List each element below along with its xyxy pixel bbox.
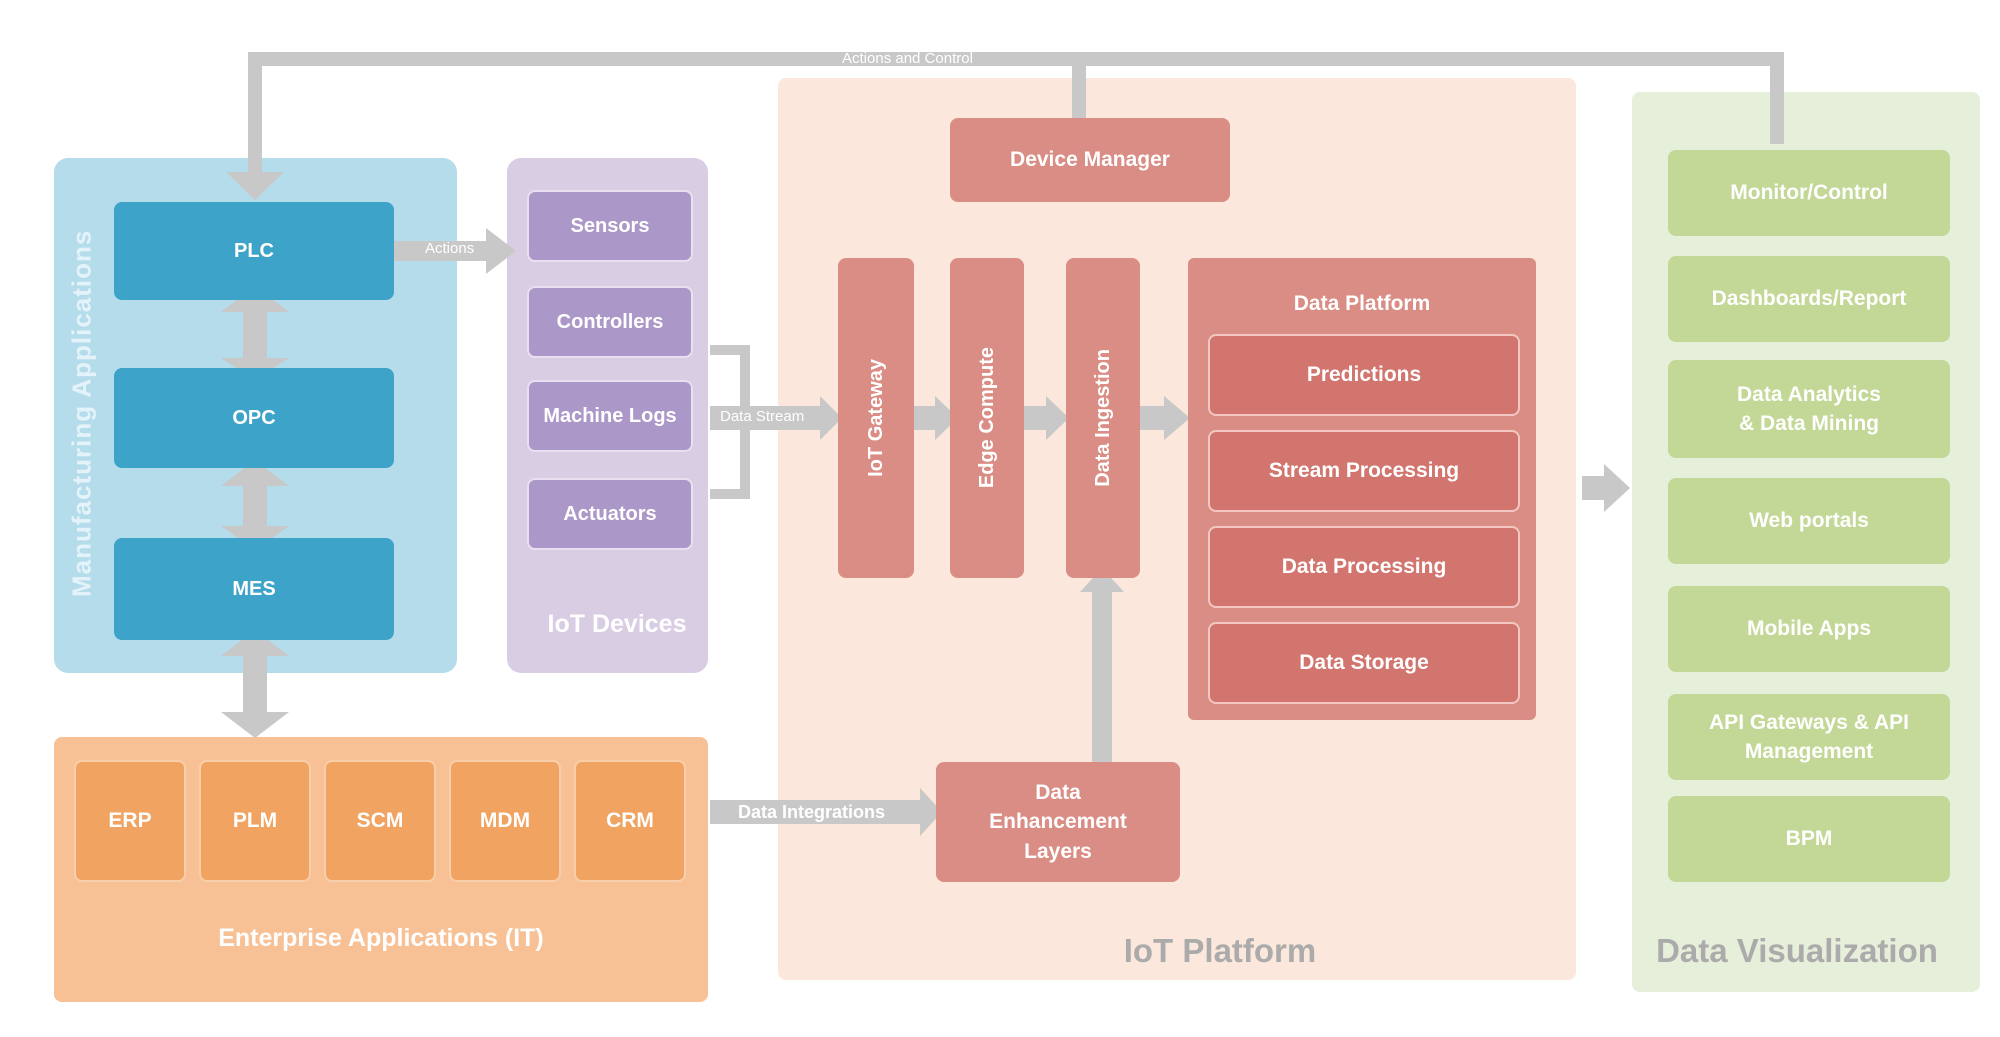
mes-box[interactable]: MES: [114, 538, 394, 640]
actions-and-control-label: Actions and Control: [842, 50, 973, 67]
predictions-box[interactable]: Predictions: [1208, 334, 1520, 416]
data-stream-arrow: [820, 396, 842, 440]
iot-platform-title: IoT Platform: [1123, 932, 1317, 969]
plc-sensors-arrow: [486, 228, 516, 274]
scm-box[interactable]: SCM: [324, 760, 436, 882]
control-loop-device-manager: [1072, 52, 1086, 118]
data-ingestion-label: Data Ingestion: [1092, 349, 1114, 487]
control-loop-drop-visualization: [1770, 52, 1784, 144]
data-platform-title: Data Platform: [1293, 292, 1431, 315]
machine-logs-box[interactable]: Machine Logs: [527, 380, 693, 452]
edge-ingestion-arrow: [1046, 396, 1069, 440]
mdm-box[interactable]: MDM: [449, 760, 561, 882]
controllers-box[interactable]: Controllers: [527, 286, 693, 358]
opc-box[interactable]: OPC: [114, 368, 394, 468]
enhancement-ingestion-arrow: [1080, 568, 1124, 592]
api-gateways-box[interactable]: API Gateways & API Management: [1668, 694, 1950, 780]
plm-box[interactable]: PLM: [199, 760, 311, 882]
data-analytics-box[interactable]: Data Analytics & Data Mining: [1668, 360, 1950, 458]
actions-label: Actions: [425, 240, 475, 257]
platform-visualization-arrow: [1604, 464, 1630, 512]
gateway-edge-arrow: [935, 396, 958, 440]
data-visualization-title: Data Visualization: [1656, 932, 1938, 969]
ingestion-platform-arrow: [1164, 396, 1190, 440]
data-integrations-arrow: [920, 788, 942, 836]
plc-box[interactable]: PLC: [114, 202, 394, 300]
iot-devices-title: IoT Devices: [547, 610, 687, 638]
erp-box[interactable]: ERP: [74, 760, 186, 882]
mobile-apps-box[interactable]: Mobile Apps: [1668, 586, 1950, 672]
edge-compute-box[interactable]: Edge Compute: [950, 258, 1024, 578]
iot-gateway-label: IoT Gateway: [865, 359, 887, 477]
sensors-box[interactable]: Sensors: [527, 190, 693, 262]
opc-mes-arrow: [221, 460, 289, 486]
monitor-control-box[interactable]: Monitor/Control: [1668, 150, 1950, 236]
stream-processing-box[interactable]: Stream Processing: [1208, 430, 1520, 512]
actuators-box[interactable]: Actuators: [527, 478, 693, 550]
control-loop-bar: [248, 52, 1784, 66]
mes-enterprise-arrow: [221, 630, 289, 656]
control-loop-arrowhead: [226, 172, 284, 200]
enterprise-applications-title: Enterprise Applications (IT): [218, 924, 544, 952]
data-ingestion-box[interactable]: Data Ingestion: [1066, 258, 1140, 578]
data-integrations-label: Data Integrations: [738, 802, 886, 822]
data-enhancement-layers-box[interactable]: Data Enhancement Layers: [936, 762, 1180, 882]
device-manager-box[interactable]: Device Manager: [950, 118, 1230, 202]
data-storage-box[interactable]: Data Storage: [1208, 622, 1520, 704]
web-portals-box[interactable]: Web portals: [1668, 478, 1950, 564]
data-stream-label: Data Stream: [720, 408, 805, 425]
bpm-box[interactable]: BPM: [1668, 796, 1950, 882]
edge-compute-label: Edge Compute: [976, 347, 998, 489]
iot-gateway-box[interactable]: IoT Gateway: [838, 258, 914, 578]
data-processing-box[interactable]: Data Processing: [1208, 526, 1520, 608]
manufacturing-applications-title: Manufacturing Applications: [66, 229, 97, 597]
crm-box[interactable]: CRM: [574, 760, 686, 882]
control-loop-down-plc: [248, 52, 262, 174]
dashboards-report-box[interactable]: Dashboards/Report: [1668, 256, 1950, 342]
